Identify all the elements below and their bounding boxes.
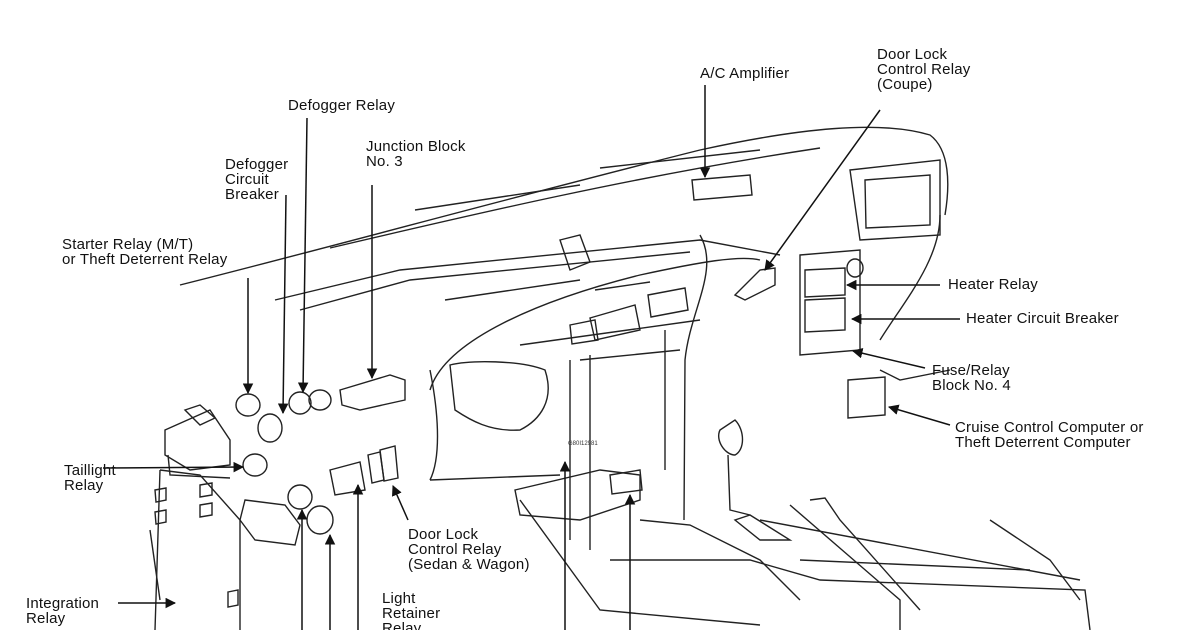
taillight-relay-label: Taillight Relay	[64, 462, 116, 494]
leader-arrows	[102, 85, 960, 630]
dashboard-outline	[179, 126, 1091, 630]
door-lock-sedan-label: Door Lock Control Relay (Sedan & Wagon)	[408, 526, 530, 573]
left-relay-cluster	[149, 374, 406, 630]
ac-amplifier-label: A/C Amplifier	[700, 65, 790, 82]
defogger-relay-label: Defogger Relay	[288, 97, 396, 114]
integration-relay-label: Integration Relay	[26, 595, 100, 627]
starter-relay-label: Starter Relay (M/T) or Theft Deterrent R…	[62, 236, 228, 268]
figure-id-stamp: G80I12981	[568, 441, 598, 447]
defogger-circuit-breaker-label: Defogger Circuit Breaker	[225, 156, 289, 203]
cruise-control-label: Cruise Control Computer or Theft Deterre…	[955, 419, 1144, 451]
door-lock-coupe-label: Door Lock Control Relay (Coupe)	[877, 46, 971, 93]
heater-relay-label: Heater Relay	[948, 276, 1038, 293]
heater-circuit-breaker-label: Heater Circuit Breaker	[966, 310, 1119, 327]
light-retainer-relay-label: Light Retainer Relay	[382, 590, 441, 630]
junction-block-label: Junction Block No. 3	[366, 138, 466, 170]
fuse-relay-block-label: Fuse/Relay Block No. 4	[932, 362, 1011, 394]
